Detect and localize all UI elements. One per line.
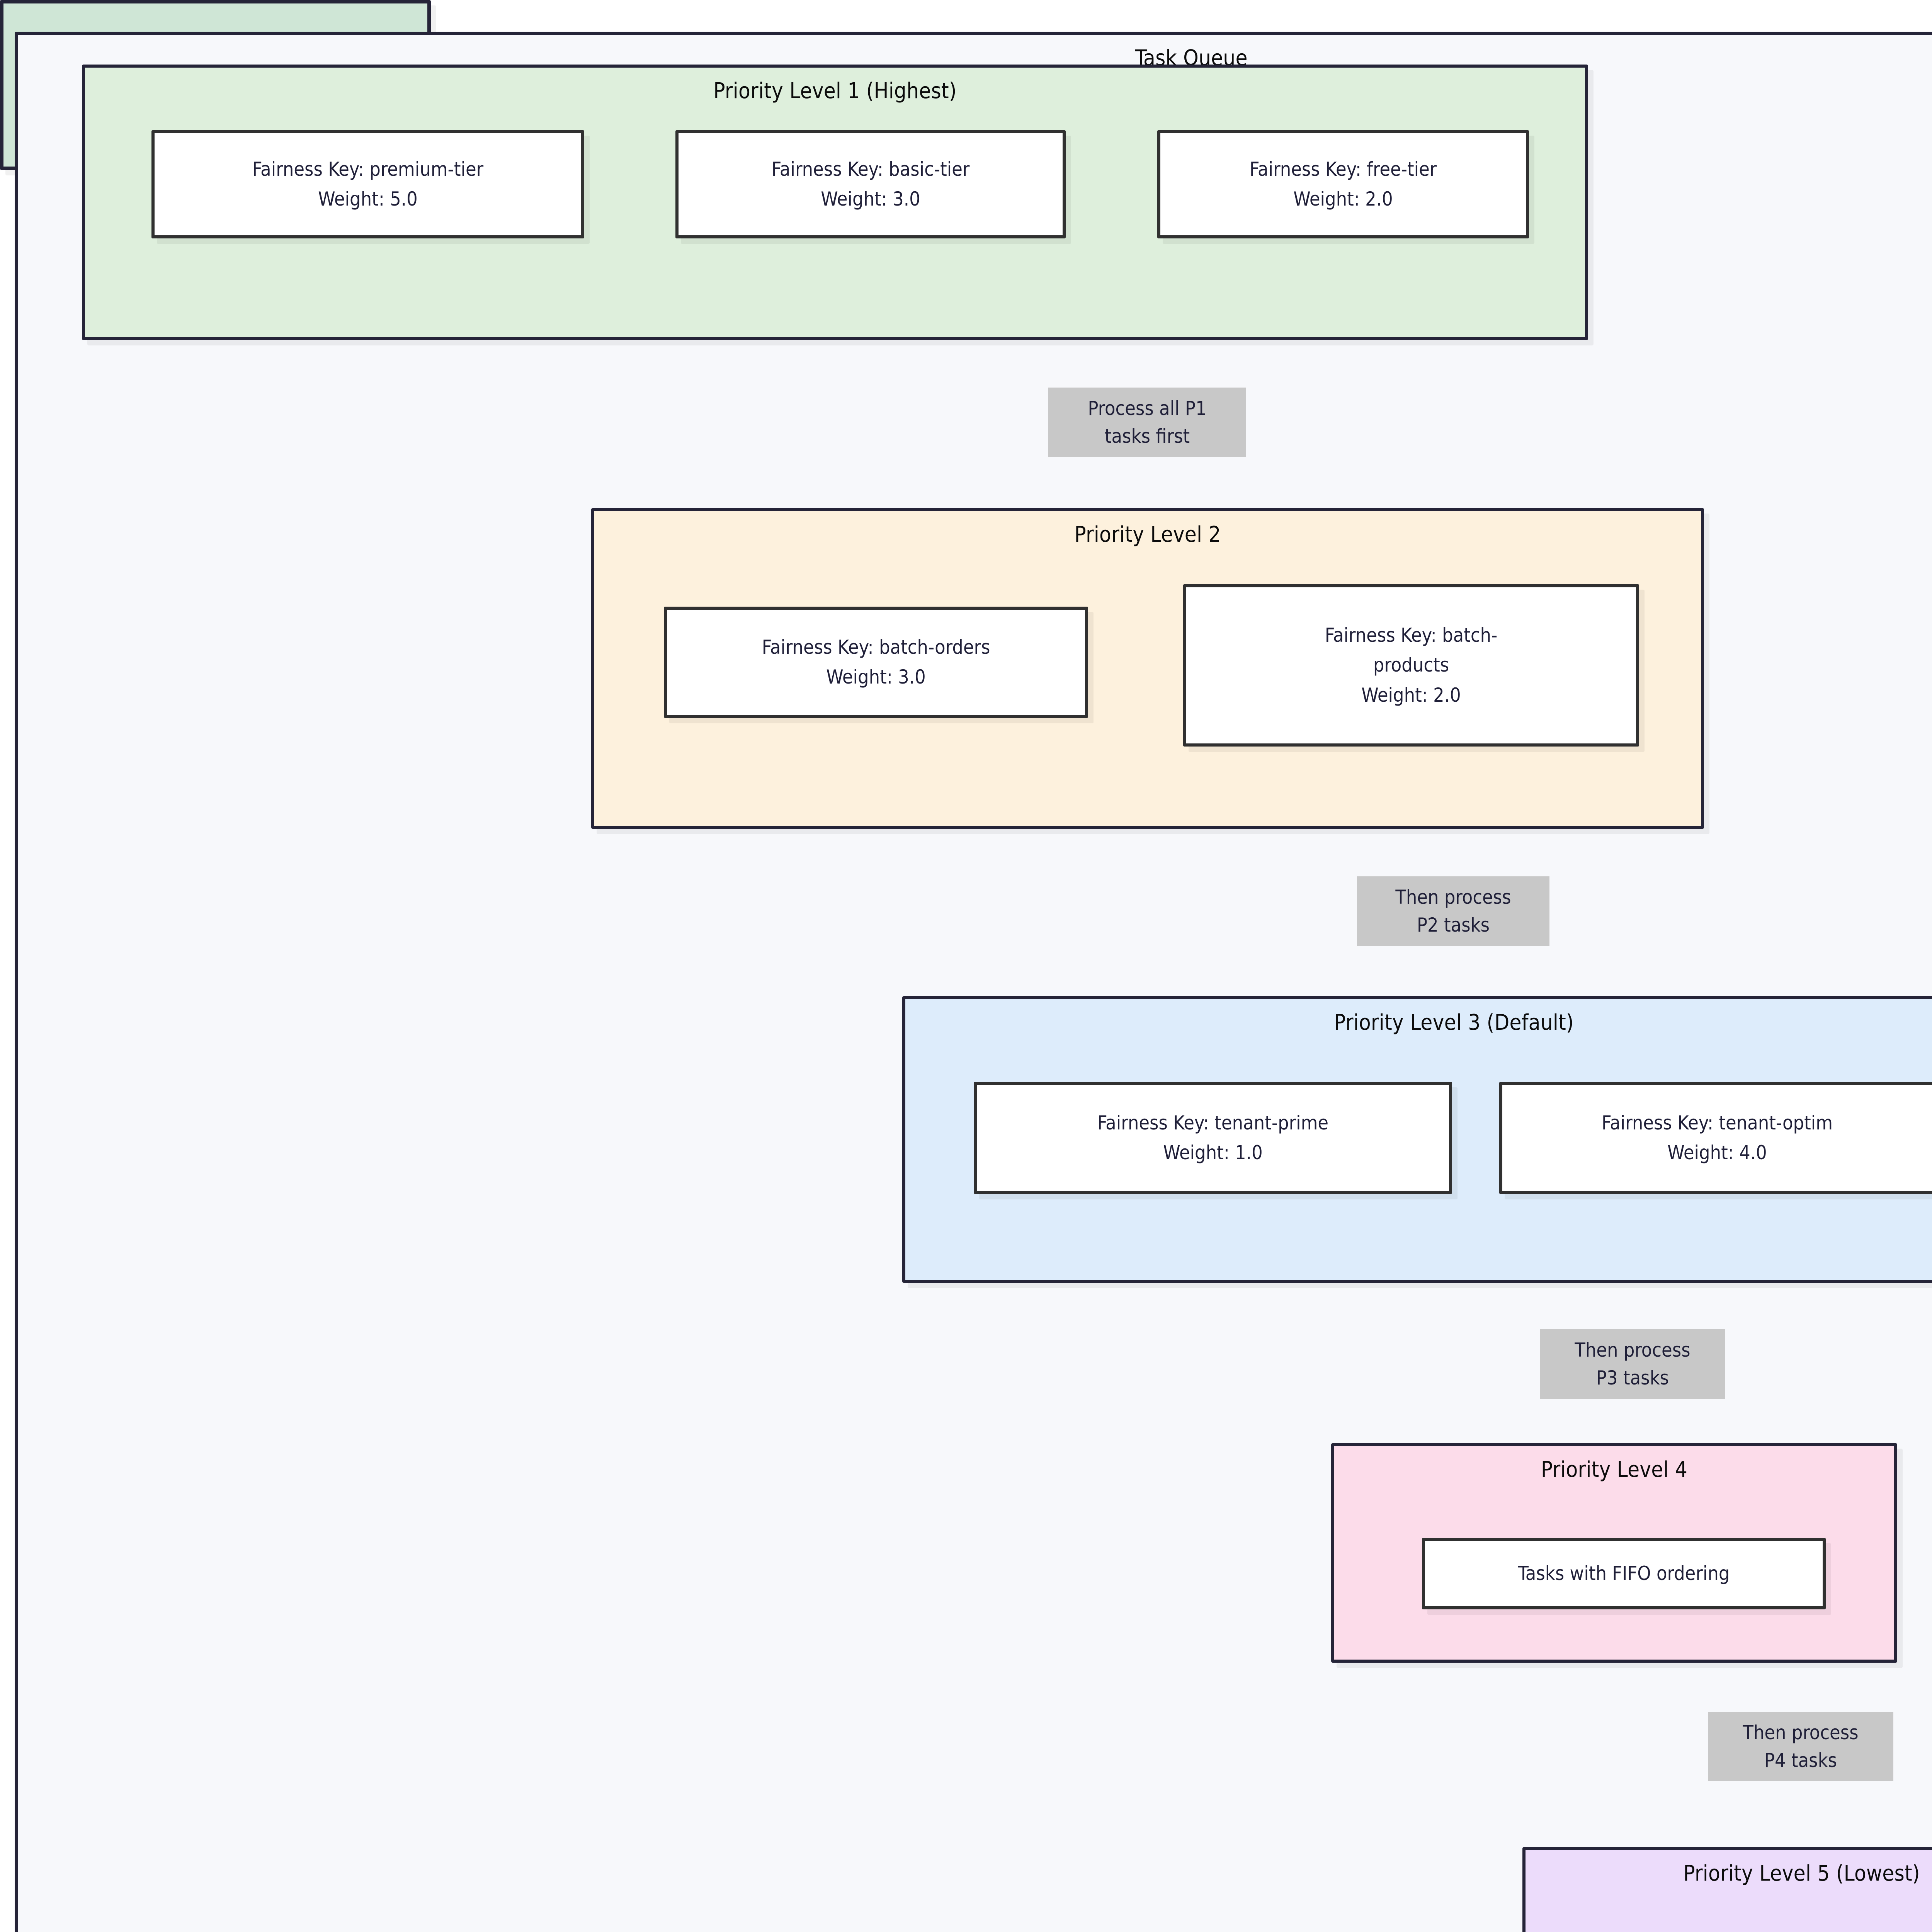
fairness-key-label-cont: products xyxy=(1373,654,1449,677)
fifo-tasks-label: Tasks with FIFO ordering xyxy=(1518,1562,1730,1585)
cluster-title-priority-level-4: Priority Level 4 xyxy=(1541,1457,1688,1482)
edge-label-p4-to-p5: Then process P4 tasks xyxy=(1708,1712,1893,1781)
fairness-weight-label: Weight: 1.0 xyxy=(1163,1141,1263,1164)
fifo-tasks-box-p4[interactable]: Tasks with FIFO ordering xyxy=(1422,1538,1826,1609)
edge-label-line-2: tasks first xyxy=(1104,425,1190,447)
fairness-key-label: Fairness Key: tenant-optim xyxy=(1601,1111,1833,1134)
fairness-key-box-basic-tier[interactable]: Fairness Key: basic-tier Weight: 3.0 xyxy=(675,130,1066,238)
fairness-key-label: Fairness Key: batch-orders xyxy=(762,636,990,658)
fairness-weight-label: Weight: 3.0 xyxy=(821,188,920,210)
fairness-key-label: Fairness Key: free-tier xyxy=(1249,158,1437,180)
fairness-weight-label: Weight: 2.0 xyxy=(1293,188,1393,210)
cluster-priority-level-5[interactable]: Priority Level 5 (Lowest) xyxy=(1522,1847,1932,1932)
edge-label-line-2: P2 tasks xyxy=(1417,914,1490,936)
fairness-key-label: Fairness Key: basic-tier xyxy=(771,158,970,180)
edge-label-line-1: Then process xyxy=(1743,1721,1859,1744)
fairness-key-box-tenant-prime[interactable]: Fairness Key: tenant-prime Weight: 1.0 xyxy=(974,1082,1452,1194)
edge-label-line-1: Then process xyxy=(1575,1338,1690,1361)
fairness-key-box-batch-products[interactable]: Fairness Key: batch- products Weight: 2.… xyxy=(1183,584,1639,747)
fairness-weight-label: Weight: 2.0 xyxy=(1361,684,1461,706)
cluster-title-priority-level-3: Priority Level 3 (Default) xyxy=(1334,1010,1574,1035)
fairness-weight-label: Weight: 4.0 xyxy=(1667,1141,1767,1164)
fairness-key-box-premium-tier[interactable]: Fairness Key: premium-tier Weight: 5.0 xyxy=(151,130,584,238)
cluster-title-priority-level-1: Priority Level 1 (Highest) xyxy=(713,78,957,104)
fairness-key-box-tenant-optim[interactable]: Fairness Key: tenant-optim Weight: 4.0 xyxy=(1499,1082,1932,1194)
edge-label-line-1: Process all P1 xyxy=(1088,397,1207,420)
edge-label-p2-to-p3: Then process P2 tasks xyxy=(1357,876,1549,946)
edge-label-line-2: P4 tasks xyxy=(1764,1749,1837,1772)
fairness-weight-label: Weight: 3.0 xyxy=(826,666,926,688)
fairness-key-box-free-tier[interactable]: Fairness Key: free-tier Weight: 2.0 xyxy=(1157,130,1529,238)
fairness-key-label: Fairness Key: batch- xyxy=(1325,624,1498,646)
fairness-key-box-batch-orders[interactable]: Fairness Key: batch-orders Weight: 3.0 xyxy=(664,607,1088,718)
edge-label-p1-to-p2: Process all P1 tasks first xyxy=(1048,388,1246,457)
fairness-weight-label: Weight: 5.0 xyxy=(318,188,418,210)
cluster-title-priority-level-5: Priority Level 5 (Lowest) xyxy=(1683,1861,1920,1886)
edge-label-line-2: P3 tasks xyxy=(1596,1367,1669,1389)
edge-label-p3-to-p4: Then process P3 tasks xyxy=(1540,1329,1725,1399)
fairness-key-label: Fairness Key: premium-tier xyxy=(252,158,484,180)
cluster-title-priority-level-2: Priority Level 2 xyxy=(1074,522,1221,547)
fairness-key-label: Fairness Key: tenant-prime xyxy=(1097,1111,1329,1134)
edge-label-line-1: Then process xyxy=(1395,886,1511,908)
